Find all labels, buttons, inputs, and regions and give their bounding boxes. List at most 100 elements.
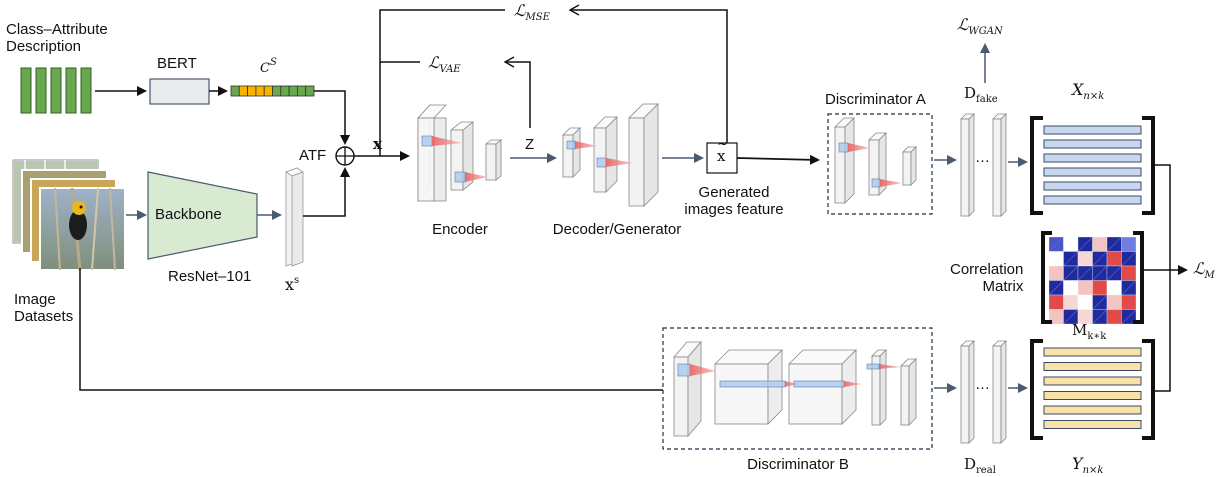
matrix-cell	[1063, 280, 1079, 296]
matrix-hatch	[1048, 280, 1064, 296]
matrix-hatch	[1048, 236, 1064, 252]
cs-label: CS	[260, 57, 277, 76]
y-matrix-label: Yn×k	[1072, 454, 1104, 476]
y-feature-row	[1043, 420, 1142, 429]
resnet-label: ResNet–101	[168, 268, 252, 285]
m-matrix-label: Mk∗k	[1072, 321, 1107, 342]
token-cell	[255, 85, 265, 97]
backbone-block	[147, 171, 258, 260]
ellipsis-b: …	[975, 376, 990, 393]
d-fake-bars	[960, 113, 1007, 217]
matrix-hatch	[1092, 251, 1108, 267]
ellipsis-a: …	[975, 149, 990, 166]
bert-box	[149, 78, 210, 105]
encoder-label: Encoder	[432, 221, 488, 238]
matrix-cell	[1063, 294, 1079, 310]
y-feature-row	[1043, 362, 1142, 371]
matrix-hatch	[1092, 309, 1108, 325]
generated-feature-label: Generated images feature	[684, 184, 784, 218]
matrix-hatch	[1092, 294, 1108, 310]
bert-label: BERT	[157, 55, 197, 72]
correlation-matrix-label: Correlation Matrix	[950, 261, 1024, 295]
tilde-mark: ~	[717, 137, 728, 152]
matrix-cell	[1048, 294, 1064, 310]
token-cell	[296, 85, 307, 97]
x-tilde-label: x	[717, 147, 726, 165]
x-feature-matrix	[1030, 116, 1155, 215]
x-feature-row	[1043, 181, 1142, 191]
matrix-cell	[1121, 294, 1137, 310]
token-cell	[272, 85, 282, 97]
discriminator-a-box	[827, 113, 933, 215]
matrix-cell	[1048, 265, 1064, 281]
matrix-hatch	[1121, 251, 1137, 267]
x-matrix-label: Xn×k	[1072, 80, 1105, 102]
matrix-cell	[1077, 251, 1093, 267]
y-feature-matrix	[1030, 339, 1155, 440]
x-input-label: x	[373, 135, 382, 153]
token-cell	[288, 85, 298, 97]
y-feature-row	[1043, 405, 1142, 415]
l-wgan-label: ℒWGAN	[957, 15, 1003, 37]
token-cell	[263, 85, 273, 97]
class-attribute-label: Class–Attribute Description	[6, 21, 108, 55]
matrix-hatch	[1077, 236, 1093, 252]
l-vae-label: ℒVAE	[428, 53, 461, 75]
token-cell	[230, 85, 240, 97]
x-feature-row	[1043, 195, 1142, 205]
l-mse-label: ℒMSE	[514, 1, 550, 23]
matrix-cell	[1077, 280, 1093, 296]
matrix-cell	[1092, 280, 1108, 296]
token-cell	[280, 85, 290, 97]
image-dataset-stack	[12, 159, 126, 271]
decoder-generator-label: Decoder/Generator	[552, 221, 682, 238]
matrix-cell	[1077, 294, 1093, 310]
discriminator-b-box	[662, 327, 933, 450]
y-feature-row	[1043, 391, 1142, 400]
matrix-hatch	[1077, 265, 1093, 281]
l-m-label: ℒM	[1193, 259, 1215, 281]
matrix-cell	[1063, 236, 1079, 252]
x-feature-row	[1043, 125, 1142, 135]
discriminator-a-label: Discriminator A	[825, 91, 926, 108]
matrix-hatch	[1121, 280, 1137, 296]
matrix-hatch	[1063, 265, 1079, 281]
x-feature-row	[1043, 167, 1142, 177]
discriminator-b-layers	[673, 340, 917, 438]
atf-label: ATF	[299, 147, 327, 164]
matrix-cell	[1106, 251, 1122, 267]
token-cell	[305, 85, 315, 97]
matrix-hatch	[1106, 265, 1122, 281]
matrix-cell	[1106, 280, 1122, 296]
token-cell	[238, 85, 249, 97]
y-feature-row	[1043, 376, 1142, 386]
matrix-cell	[1092, 236, 1108, 252]
discriminator-b-label: Discriminator B	[747, 456, 849, 473]
matrix-hatch	[1092, 265, 1108, 281]
correlation-matrix	[1041, 231, 1144, 325]
matrix-cell	[1121, 236, 1137, 252]
matrix-cell	[1048, 251, 1064, 267]
text-bars	[20, 67, 92, 114]
y-feature-row	[1043, 347, 1142, 357]
text-embedding-vector	[230, 85, 315, 97]
discriminator-a-layers	[834, 117, 917, 204]
xs-label: xs	[285, 275, 300, 294]
d-real-label: Dreal	[964, 455, 996, 476]
matrix-hatch	[1063, 309, 1079, 325]
encoder-layers	[417, 103, 503, 203]
matrix-hatch	[1063, 251, 1079, 267]
image-datasets-label: Image Datasets	[14, 291, 74, 325]
x-feature-row	[1043, 139, 1142, 149]
matrix-cell	[1106, 294, 1122, 310]
matrix-hatch	[1121, 309, 1137, 325]
d-real-bars	[960, 340, 1007, 444]
matrix-cell	[1121, 265, 1137, 281]
d-fake-label: Dfake	[964, 84, 998, 105]
decoder-layers	[562, 103, 659, 207]
matrix-cell	[1106, 309, 1122, 325]
z-label: Z	[525, 136, 535, 153]
x-feature-row	[1043, 153, 1142, 163]
